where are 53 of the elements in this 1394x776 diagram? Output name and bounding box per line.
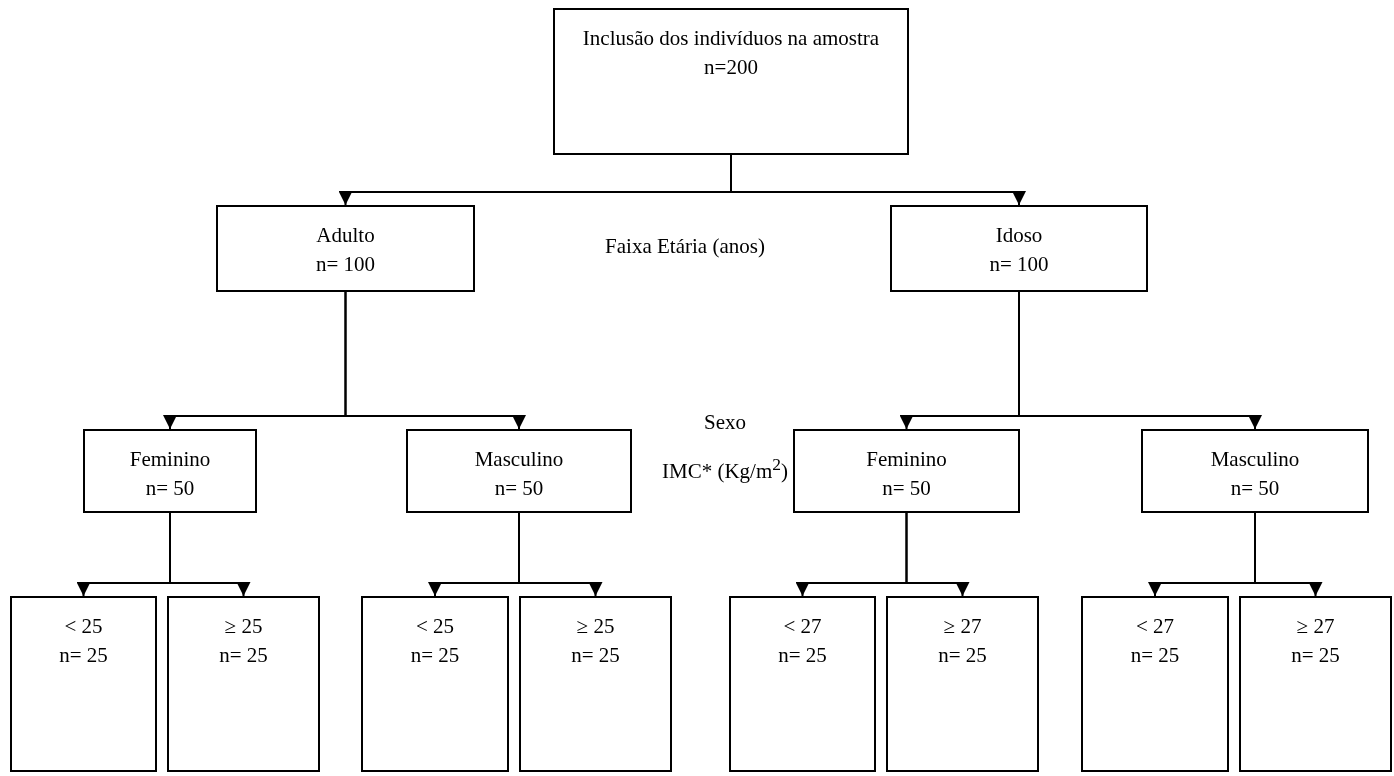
process-box <box>216 205 475 292</box>
process-box <box>1141 429 1369 513</box>
level-label: Faixa Etária (anos) <box>604 233 766 260</box>
arrow <box>1254 512 1323 597</box>
process-box <box>793 429 1020 513</box>
node-text: n= 100 <box>989 251 1049 279</box>
node-text: n= 25 <box>219 642 268 670</box>
process-box <box>1081 596 1229 772</box>
node-text: n= 50 <box>494 475 544 503</box>
node-text: < 25 <box>415 613 455 640</box>
node-text: n= 50 <box>145 475 195 503</box>
process-box <box>83 429 257 513</box>
node-text: n= 25 <box>571 642 620 670</box>
node-text: n= 25 <box>1130 642 1180 670</box>
process-box <box>406 429 632 513</box>
level-label: Sexo <box>703 409 747 436</box>
arrow <box>344 291 526 430</box>
node-text: ≥ 25 <box>224 613 263 640</box>
process-box <box>890 205 1148 292</box>
node-text: n= 25 <box>778 642 827 670</box>
node-text: ≥ 27 <box>943 613 982 640</box>
node-text: Feminino <box>129 446 211 473</box>
node-text: < 25 <box>64 613 103 640</box>
arrow <box>905 512 970 597</box>
process-box <box>729 596 876 772</box>
process-box <box>886 596 1039 772</box>
node-text: Masculino <box>474 446 564 473</box>
node-text: ≥ 27 <box>1296 613 1335 640</box>
process-box <box>361 596 509 772</box>
arrow <box>730 154 1026 206</box>
node-text: n= 50 <box>1230 475 1280 503</box>
process-box <box>519 596 672 772</box>
node-text: n= 100 <box>315 251 376 279</box>
process-box <box>553 8 909 155</box>
level-label: IMC* (Kg/m$^{2}$) <box>661 453 789 485</box>
node-text: n= 50 <box>882 475 931 503</box>
node-text: n= 25 <box>59 642 108 670</box>
node-text: Inclusão dos indivíduos na amostra <box>582 25 880 52</box>
node-text: Idoso <box>995 222 1043 249</box>
node-text: n= 25 <box>1291 642 1340 670</box>
node-text: Adulto <box>316 222 375 249</box>
node-text: n= 25 <box>410 642 460 670</box>
node-text: < 27 <box>783 613 822 640</box>
arrow <box>1018 291 1262 430</box>
process-box <box>10 596 157 772</box>
process-box <box>1239 596 1392 772</box>
node-text: ≥ 25 <box>576 613 615 640</box>
process-box <box>167 596 320 772</box>
node-text: Feminino <box>866 446 947 473</box>
node-text: n= 25 <box>938 642 987 670</box>
node-text: Masculino <box>1210 446 1300 473</box>
node-text: < 27 <box>1135 613 1175 640</box>
node-text: n=200 <box>704 54 758 82</box>
